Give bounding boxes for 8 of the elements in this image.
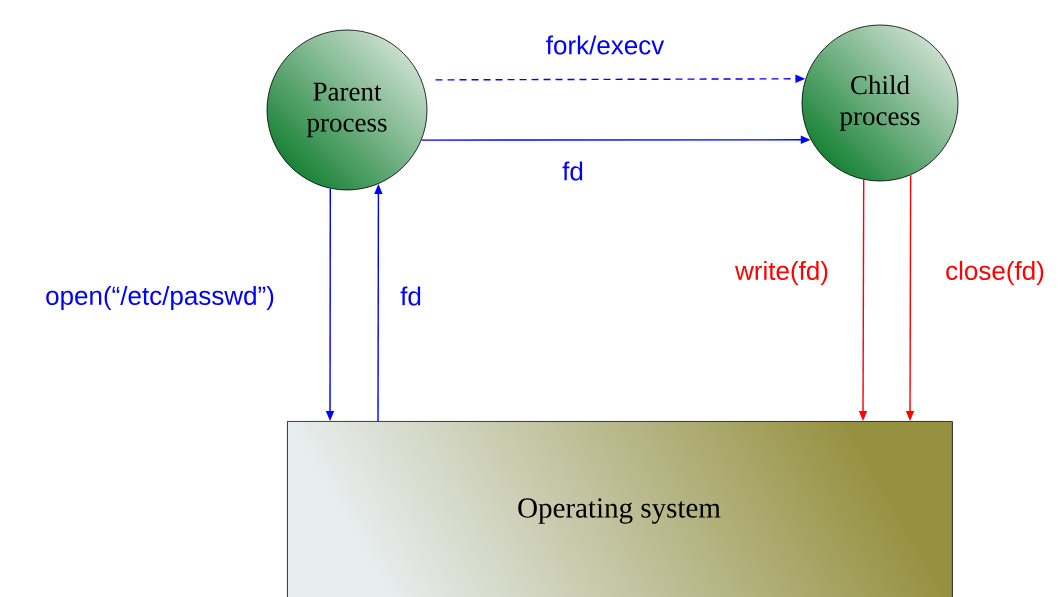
edge-label: fork/execv — [544, 34, 666, 56]
edge-label: write(fd) — [734, 259, 830, 287]
edge-label: fd — [399, 285, 423, 307]
edge-label: fd — [561, 160, 585, 182]
system-box — [287, 421, 953, 597]
box-label: Operating system — [518, 498, 721, 524]
edge-label: close(fd) — [944, 259, 1046, 287]
edge-label: open(“/etc/passwd”) — [44, 284, 276, 312]
